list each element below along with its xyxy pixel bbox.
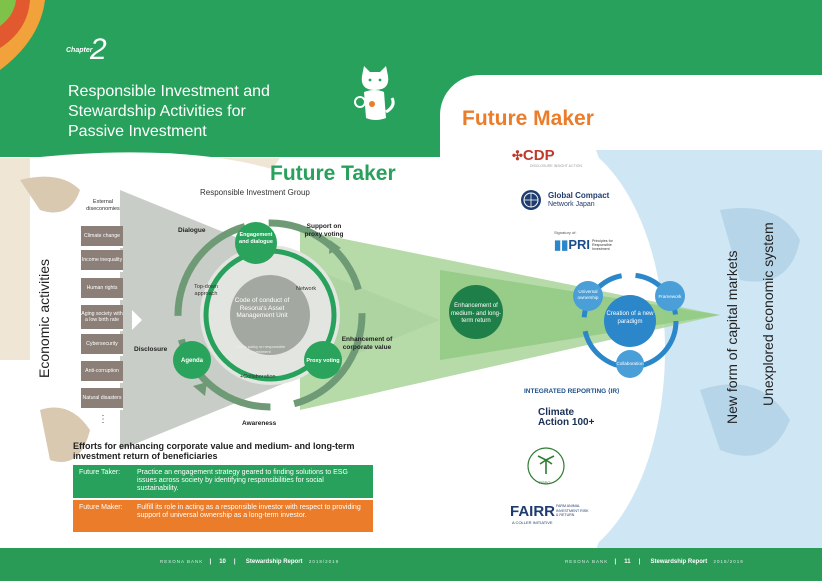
issues-ellipsis: ⋮	[98, 414, 108, 425]
future-maker-title: Future Maker	[462, 107, 594, 130]
footer-left-year: 2018/2019	[308, 559, 340, 564]
climate-action-line1: Climate	[538, 407, 575, 418]
header-white-tab	[440, 75, 822, 157]
integrated-reporting-logo: INTEGRATED REPORTING ⟨IR⟩	[524, 388, 620, 395]
framework-label: Framework	[658, 294, 682, 299]
top-down-label: Top-down approach	[194, 284, 218, 297]
external-diseconomies-label: External diseconomies	[86, 199, 120, 212]
issue-aging-society: Aging society with a low birth rate	[81, 305, 123, 331]
footer-left-brand: RESONA BANK	[160, 559, 204, 564]
future-taker-text: Practice an engagement strategy geared t…	[137, 469, 348, 492]
enhancement-return-label: Enhancement of medium- and long-term ret…	[450, 303, 502, 324]
basic-policy-label: Basic policy on responsible investment	[236, 344, 286, 354]
support-proxy-label: Support on proxy voting	[304, 223, 344, 238]
climate-action-logo: Climate Action 100+	[538, 408, 594, 428]
issue-cybersecurity: Cybersecurity	[81, 334, 123, 356]
collaboration-label: Collaboration	[616, 361, 644, 366]
agenda-node	[173, 341, 211, 379]
title-line-2: Stewardship Activities for	[68, 103, 246, 120]
fairr-tagline: A COLLER INITIATIVE	[512, 520, 553, 525]
awareness-label: Awareness	[242, 420, 277, 427]
responsible-investment-group-label: Responsible Investment Group	[200, 188, 310, 197]
chapter-fan-graphic	[0, 0, 45, 70]
chapter-label: Chapter	[66, 47, 93, 54]
footer-right: RESONA BANK |11| Stewardship Report 2018…	[565, 559, 744, 565]
agenda-label: Agenda	[180, 358, 203, 364]
future-maker-box: Future Maker: Fulfill its role in acting…	[73, 500, 373, 532]
footer-band	[0, 548, 822, 581]
title-line-3: Passive Investment	[68, 123, 207, 140]
rspo-label: RSPO	[539, 480, 551, 485]
title-line-1: Responsible Investment and	[68, 83, 270, 100]
issue-climate-change: Climate change	[81, 226, 123, 248]
collaboration-small-label: +Collaboration	[240, 374, 276, 380]
fairr-logo: FAIRR	[510, 503, 555, 520]
rspo-seal-icon	[527, 447, 565, 485]
disclosure-label: Disclosure	[134, 346, 168, 353]
footer-left: RESONA BANK |10| Stewardship Report 2018…	[160, 559, 340, 565]
footer-right-report: Stewardship Report	[650, 559, 708, 565]
footer-right-page: 11	[624, 559, 631, 565]
issue-income-inequality: Income inequality	[81, 250, 123, 272]
global-compact-line2: Network Japan	[548, 201, 595, 208]
climate-action-line2: Action 100+	[538, 417, 595, 428]
future-taker-key: Future Taker:	[79, 469, 121, 476]
pri-logo: ▮▮PRI	[554, 237, 590, 252]
code-of-conduct-label: Code of conduct of Resona's Asset Manage…	[234, 297, 290, 319]
footer-left-report: Stewardship Report	[245, 559, 303, 565]
footer-right-year: 2018/2019	[713, 559, 744, 564]
pri-signatory-label: Signatory of:	[554, 230, 577, 235]
pri-subtitle: Principles for Responsible Investment	[592, 239, 613, 252]
unexplored-economic-system-label: Unexplored economic system	[760, 222, 776, 406]
page-title: Responsible Investment and Stewardship A…	[68, 82, 328, 142]
proxy-voting-label: Proxy voting	[306, 358, 340, 364]
future-maker-text: Fulfill its role in acting as a responsi…	[137, 504, 361, 519]
issue-natural-disasters: Natural disasters	[81, 388, 123, 410]
enhancement-return-node	[449, 285, 503, 339]
global-compact-line1: Global Compact	[548, 191, 610, 200]
cdp-tagline: DISCLOSURE INSIGHT ACTION	[530, 164, 582, 168]
fairr-side-text: FARM ANIMAL INVESTMENT RISK & RETURN	[556, 504, 589, 517]
universal-ownership-label: Universal ownership	[577, 289, 599, 300]
chapter-number: 2	[90, 33, 107, 66]
future-maker-key: Future Maker:	[79, 504, 123, 511]
proxy-voting-node	[304, 341, 342, 379]
issue-human-rights: Human rights	[81, 278, 123, 300]
footer-right-brand: RESONA BANK	[565, 559, 609, 564]
future-taker-box: Future Taker: Practice an engagement str…	[73, 465, 373, 498]
future-taker-title: Future Taker	[270, 162, 396, 185]
engagement-node	[235, 222, 277, 264]
efforts-heading: Efforts for enhancing corporate value an…	[73, 441, 355, 461]
cdp-logo: ✣CDP	[512, 147, 555, 164]
dialogue-label: Dialogue	[178, 227, 206, 234]
issue-anti-corruption: Anti-corruption	[81, 361, 123, 383]
engagement-cycle-diagram	[174, 219, 366, 411]
new-form-capital-markets-label: New form of capital markets	[724, 250, 740, 425]
globe-icon	[521, 190, 541, 210]
footer-left-page: 10	[219, 559, 226, 565]
economic-activities-label: Economic activities	[36, 258, 52, 378]
enhancement-corporate-value-label: Enhancement of corporate value	[341, 336, 393, 351]
new-paradigm-label: Creation of a new paradigm	[606, 311, 654, 325]
paradigm-cycle-diagram	[573, 272, 685, 378]
network-label: Network	[296, 286, 317, 292]
cat-mascot-icon	[354, 66, 395, 120]
engagement-label: Engagement and dialogue	[239, 232, 273, 245]
